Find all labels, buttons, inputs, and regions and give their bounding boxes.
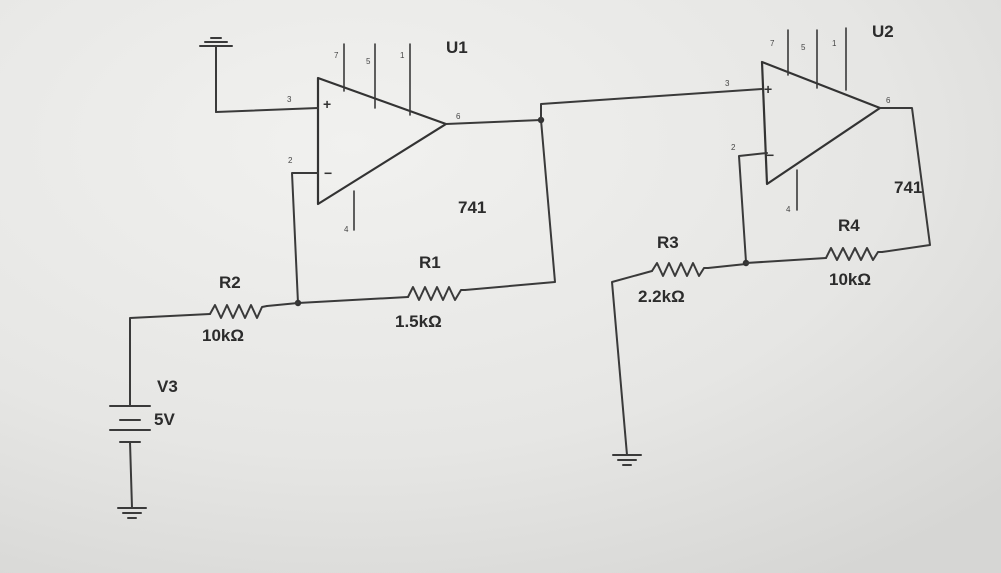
opamp-u2-body xyxy=(760,60,882,186)
resistor-r4: R4 10kΩ xyxy=(745,216,883,289)
u1-feedback-wiring xyxy=(291,119,556,304)
opamp-u2-pin7: 7 xyxy=(770,39,775,48)
opamp-u2-pin5: 5 xyxy=(801,43,806,52)
opamp-u2-pin3: 3 xyxy=(725,79,730,88)
battery-v3: V3 5V xyxy=(109,322,178,509)
opamp-u1-pin3: 3 xyxy=(287,95,292,104)
ground-v3 xyxy=(117,507,147,519)
opamp-u1-pin7: 7 xyxy=(334,51,339,60)
opamp-u1-plus: + xyxy=(323,96,331,112)
resistor-r2: R2 10kΩ xyxy=(129,273,299,345)
battery-v3-value: 5V xyxy=(154,410,175,429)
opamp-u2-model: 741 xyxy=(894,178,922,197)
resistor-r3: R3 2.2kΩ xyxy=(611,233,747,456)
resistor-r1-value: 1.5kΩ xyxy=(395,312,442,331)
interstage-wire xyxy=(540,88,763,121)
opamp-u1-minus: − xyxy=(324,165,332,181)
resistor-r2-ref: R2 xyxy=(219,273,241,292)
opamp-u1-body xyxy=(316,76,448,206)
opamp-u1-pin1: 1 xyxy=(400,51,405,60)
opamp-u2: + − 7 5 1 4 3 2 6 U2 741 xyxy=(725,22,922,214)
opamp-u2-pin6: 6 xyxy=(886,96,891,105)
battery-v3-ref: V3 xyxy=(157,377,178,396)
opamp-u1-pin5: 5 xyxy=(366,57,371,66)
resistor-r3-value: 2.2kΩ xyxy=(638,287,685,306)
resistor-r2-value: 10kΩ xyxy=(202,326,244,345)
opamp-u2-minus: − xyxy=(766,147,774,163)
opamp-u2-plus: + xyxy=(764,81,772,97)
resistor-r4-value: 10kΩ xyxy=(829,270,871,289)
opamp-u2-pin2: 2 xyxy=(731,143,736,152)
resistor-r1: R1 1.5kΩ xyxy=(297,253,466,331)
resistor-r4-ref: R4 xyxy=(838,216,860,235)
ground-r3 xyxy=(612,454,642,466)
opamp-u1-ref: U1 xyxy=(446,38,468,57)
opamp-u1-pin6: 6 xyxy=(456,112,461,121)
opamp-u2-pin1: 1 xyxy=(832,39,837,48)
resistor-r3-ref: R3 xyxy=(657,233,679,252)
opamp-u2-ref: U2 xyxy=(872,22,894,41)
u1-noninverting-ground xyxy=(199,37,319,113)
opamp-u1: + − 7 5 1 4 3 2 6 U1 741 xyxy=(287,38,486,234)
opamp-u2-pin4: 4 xyxy=(786,205,791,214)
opamp-u1-pin2: 2 xyxy=(288,156,293,165)
u2-feedback-wiring xyxy=(738,107,931,263)
resistor-r1-ref: R1 xyxy=(419,253,441,272)
opamp-u1-pin4: 4 xyxy=(344,225,349,234)
opamp-u1-model: 741 xyxy=(458,198,486,217)
